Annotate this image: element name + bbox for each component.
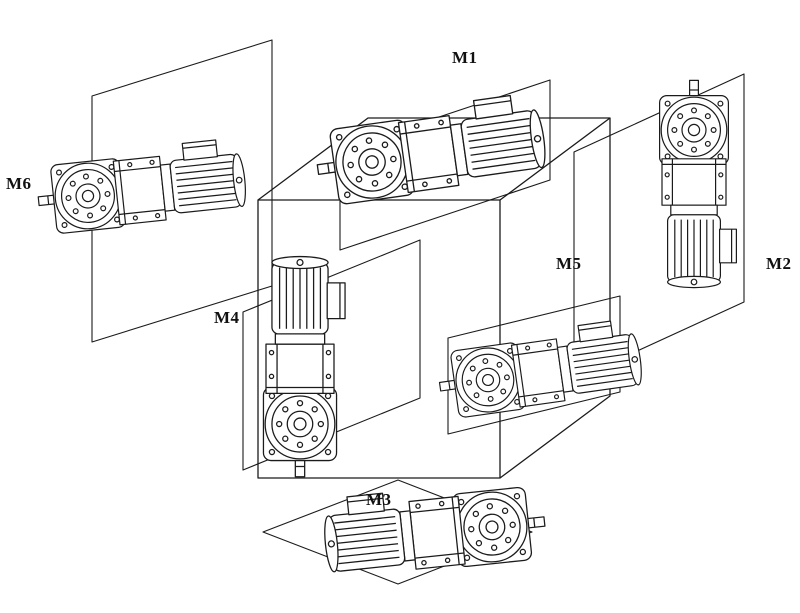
- projection-plane-m4: [242, 239, 421, 471]
- motor-label-m3: M3: [366, 490, 392, 509]
- gearmotor-m3: [320, 476, 549, 582]
- gearmotor-m2: [658, 79, 738, 289]
- motor-label-m2: M2: [766, 254, 792, 273]
- motor-label-m4: M4: [214, 308, 240, 327]
- motor-label-m1: M1: [452, 48, 478, 67]
- gearmotor-m5: [433, 317, 646, 421]
- motor-label-m5: M5: [556, 254, 582, 273]
- motor-label-m6: M6: [6, 174, 32, 193]
- gearmotor-m6: [33, 136, 249, 236]
- gearmotor-m4: [262, 255, 346, 478]
- projection-plane-m5: [447, 295, 621, 435]
